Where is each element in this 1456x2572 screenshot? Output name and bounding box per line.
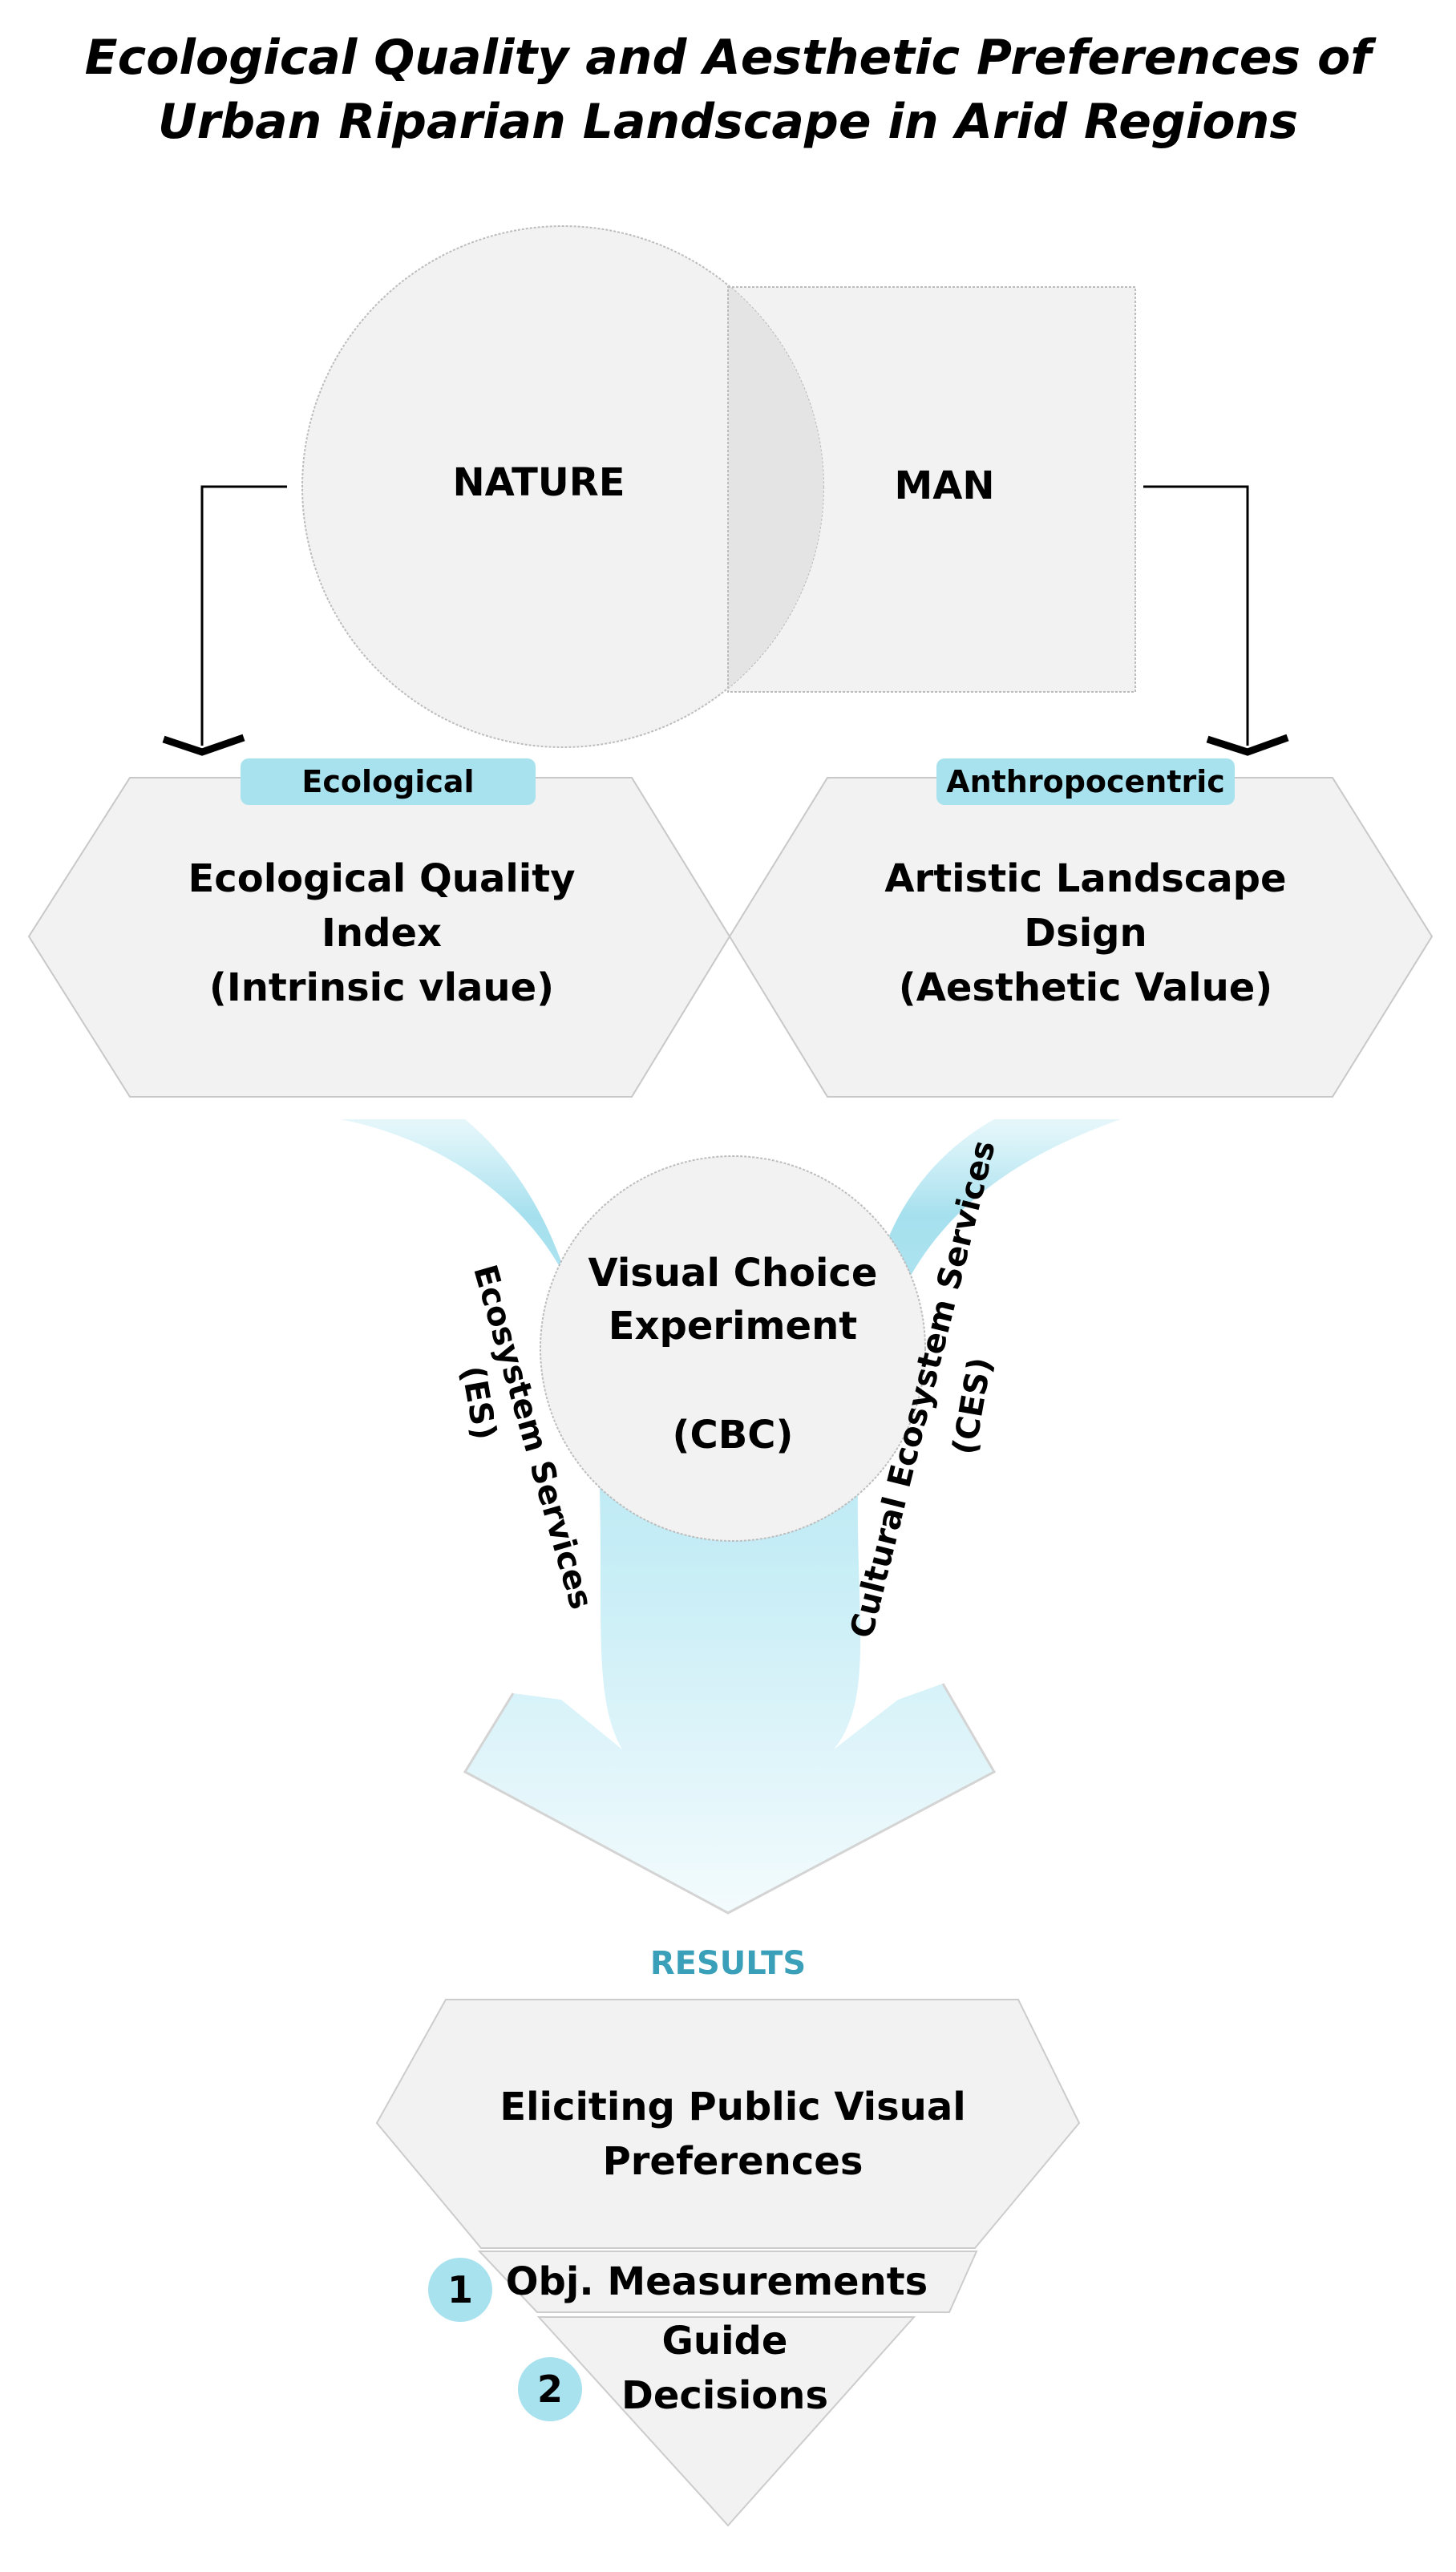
results-label: RESULTS bbox=[650, 1945, 806, 1982]
left-flow-label-2: (ES) bbox=[454, 1363, 503, 1442]
funnel-top bbox=[375, 1999, 1081, 2249]
step-1-badge bbox=[428, 2258, 492, 2322]
left-connector bbox=[200, 485, 287, 746]
right-hexagon bbox=[728, 777, 1434, 1098]
left-hexagon bbox=[27, 777, 731, 1098]
anthropocentric-tag-label: Anthropocentric bbox=[946, 764, 1225, 799]
step-2-line-2: Decisions bbox=[621, 2373, 828, 2418]
left-arrowhead bbox=[162, 734, 245, 756]
step-1-label: Obj. Measurements bbox=[506, 2259, 928, 2304]
ecological-tag bbox=[241, 758, 536, 805]
funnel-step-1 bbox=[477, 2250, 978, 2313]
nature-label: NATURE bbox=[452, 460, 625, 505]
funnel-top-line-1: Eliciting Public Visual bbox=[499, 2085, 965, 2129]
anthropocentric-tag bbox=[936, 758, 1235, 805]
left-hex-line-1: Ecological Quality bbox=[188, 856, 576, 901]
center-line-2: Experiment bbox=[609, 1304, 857, 1349]
step-2-number: 2 bbox=[537, 2368, 563, 2411]
center-line-1: Visual Choice bbox=[588, 1251, 878, 1296]
flow-arrow-outline bbox=[463, 1683, 997, 1915]
ecological-tag-label: Ecological bbox=[301, 764, 474, 799]
step-1-number: 1 bbox=[447, 2268, 473, 2311]
right-connector bbox=[1143, 485, 1249, 746]
step-2-badge bbox=[518, 2357, 582, 2421]
right-arrowhead bbox=[1206, 734, 1289, 756]
title-line-1: Ecological Quality and Aesthetic Prefere… bbox=[85, 30, 1377, 86]
right-flow-label-2: (CES) bbox=[946, 1355, 999, 1458]
center-line-3: (CBC) bbox=[673, 1413, 794, 1458]
man-label: MAN bbox=[894, 463, 994, 508]
center-circle bbox=[540, 1155, 926, 1542]
right-hex-line-1: Artistic Landscape bbox=[884, 856, 1286, 901]
right-hex-line-2: Dsign bbox=[1024, 911, 1147, 956]
funnel-step-2 bbox=[536, 2316, 916, 2527]
left-hex-line-3: (Intrinsic vlaue) bbox=[209, 965, 554, 1010]
left-hex-line-2: Index bbox=[322, 911, 442, 956]
step-2-line-1: Guide bbox=[662, 2319, 788, 2364]
right-hex-line-3: (Aesthetic Value) bbox=[899, 965, 1272, 1010]
funnel-top-line-2: Preferences bbox=[603, 2139, 863, 2184]
title-line-2: Urban Riparian Landscape in Arid Regions bbox=[158, 94, 1298, 150]
